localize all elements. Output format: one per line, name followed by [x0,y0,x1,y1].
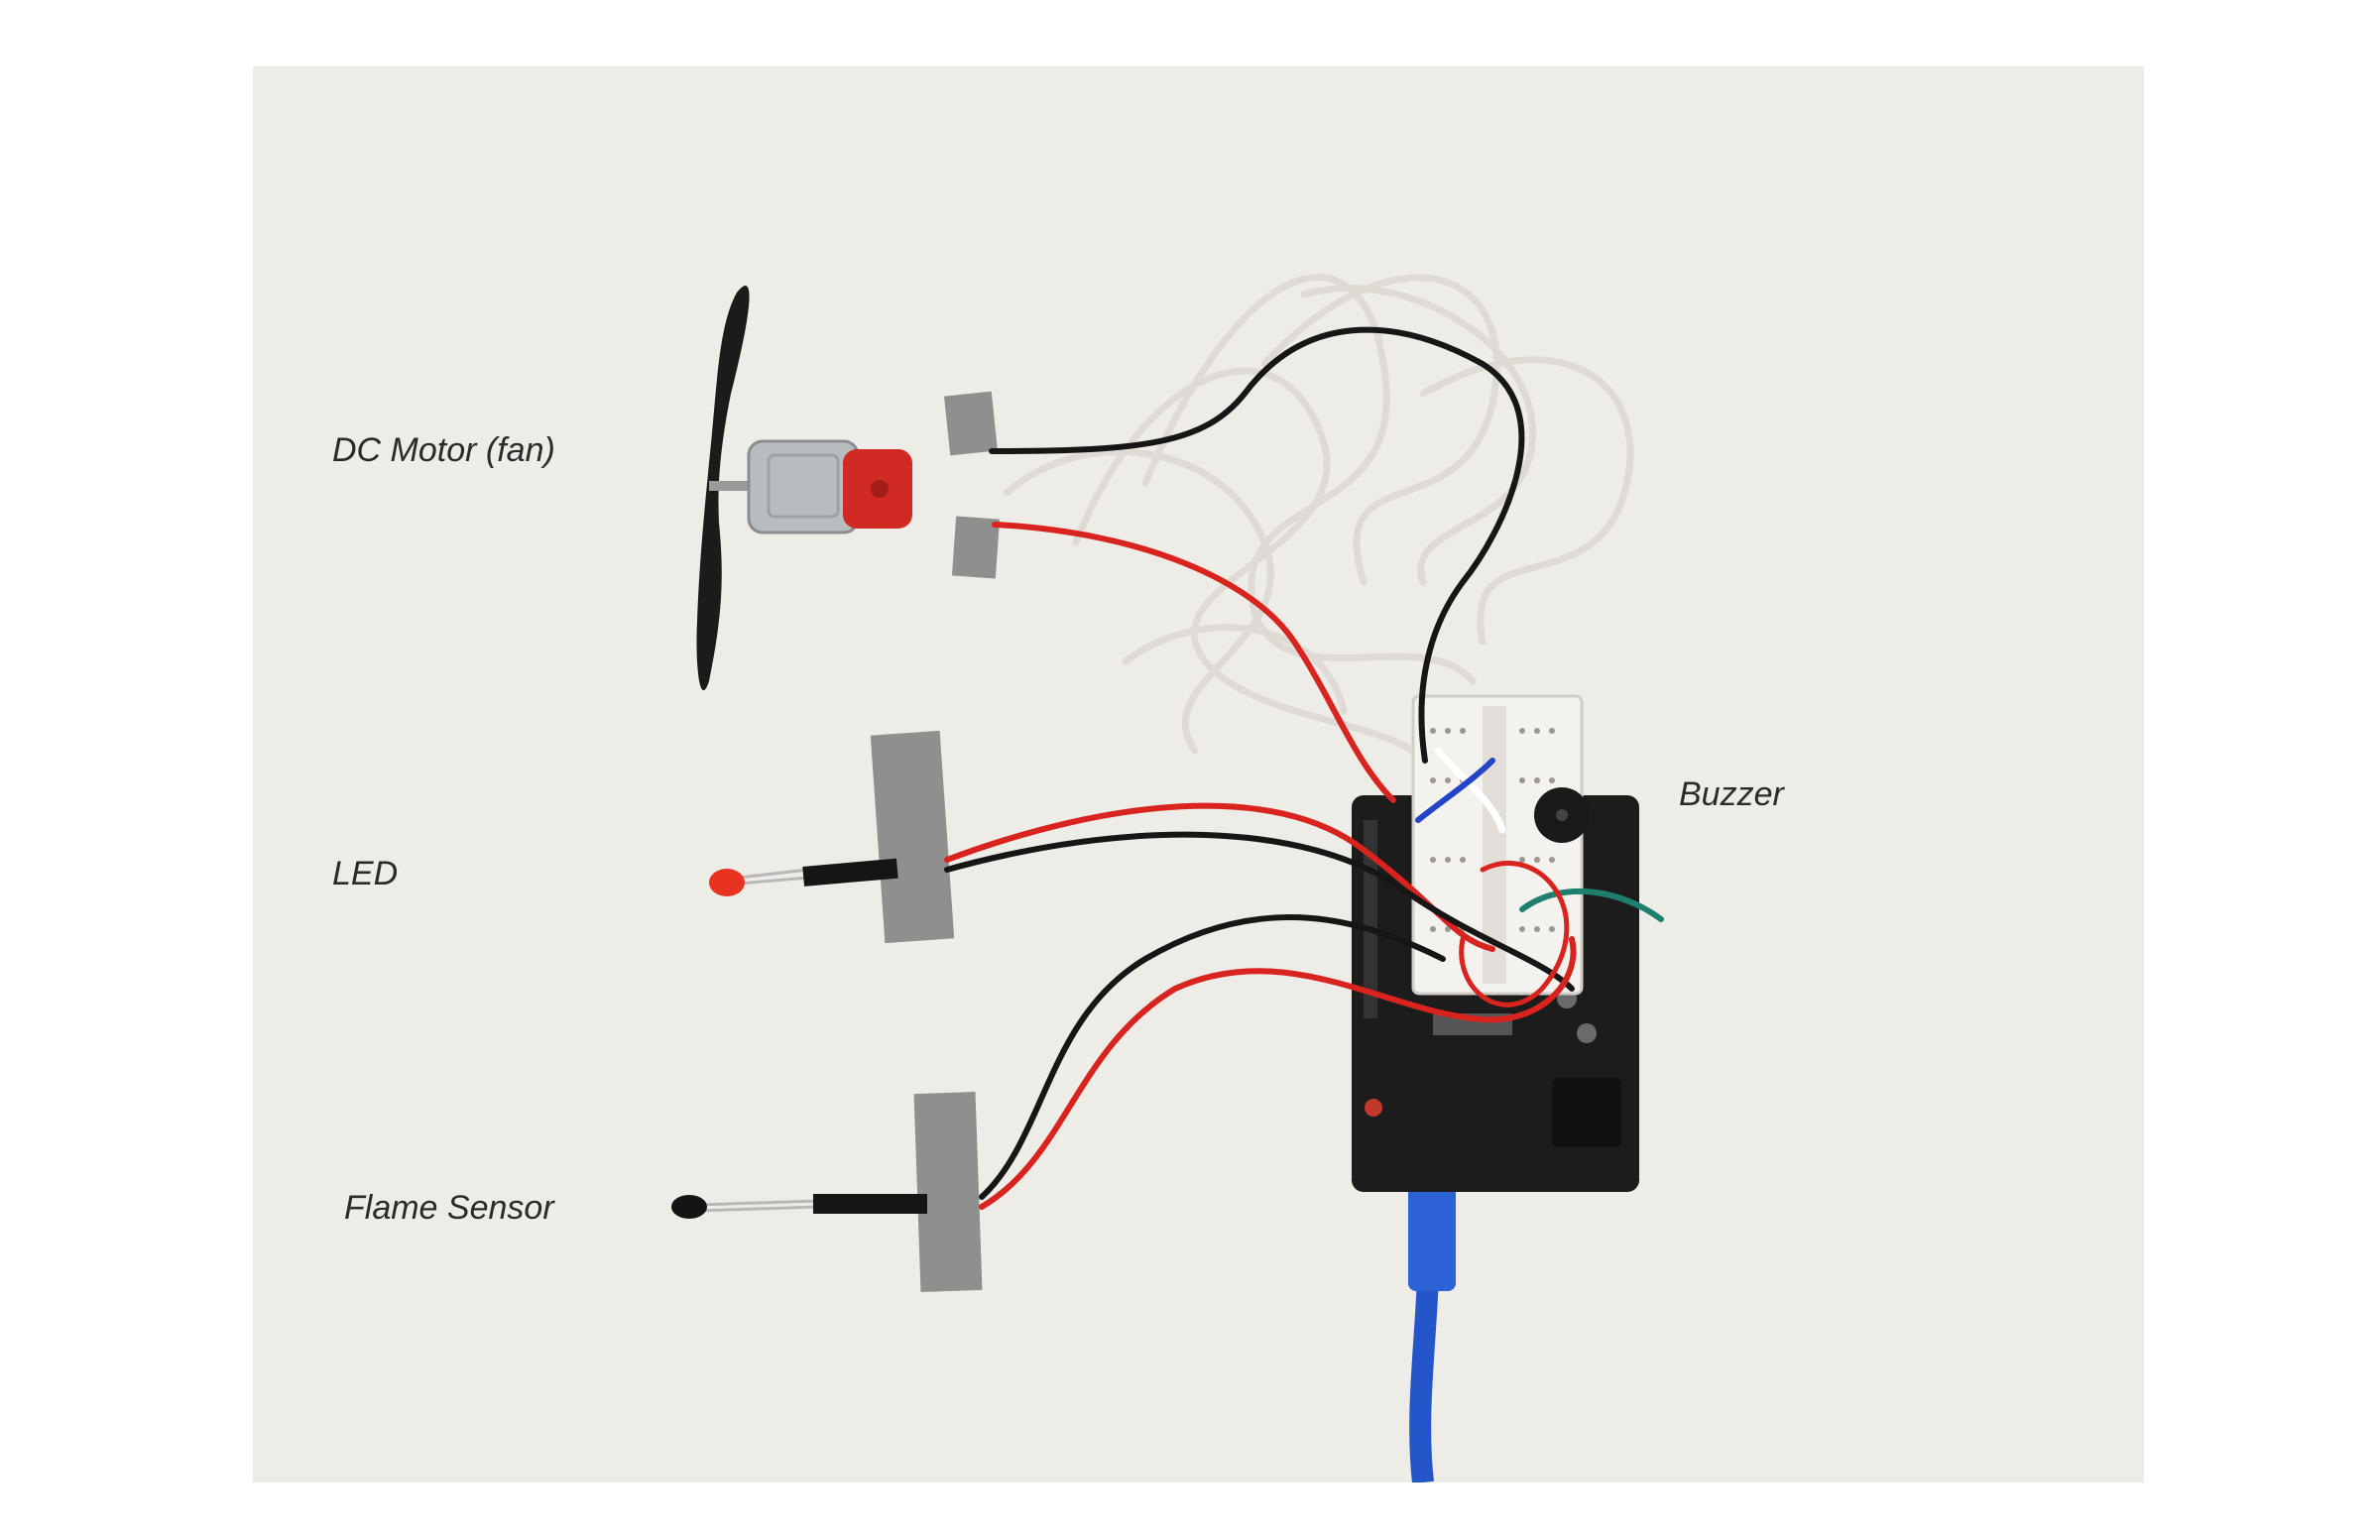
wire-shadows [1003,274,1634,765]
fan-blade [696,285,750,691]
label-led: LED [332,855,399,892]
label-flame-sensor: Flame Sensor [344,1189,554,1227]
dc-motor-fan [696,285,1001,691]
circuit-photo [671,274,1664,1482]
motor-tape [943,391,999,456]
flame-sensor-component [671,1091,983,1292]
label-dc-motor: DC Motor (fan) [332,431,555,469]
led-bulb [709,869,745,896]
wires [944,326,1664,1210]
led-tape [870,730,955,944]
flame-sensor-bulb [671,1195,707,1219]
motor-shaft [709,481,749,491]
flame-sensor-tape [913,1091,983,1292]
photo-panel: DC Motor (fan) LED Flame Sensor Buzzer [253,66,2144,1482]
label-buzzer: Buzzer [1679,775,1784,813]
led-component [709,730,955,944]
